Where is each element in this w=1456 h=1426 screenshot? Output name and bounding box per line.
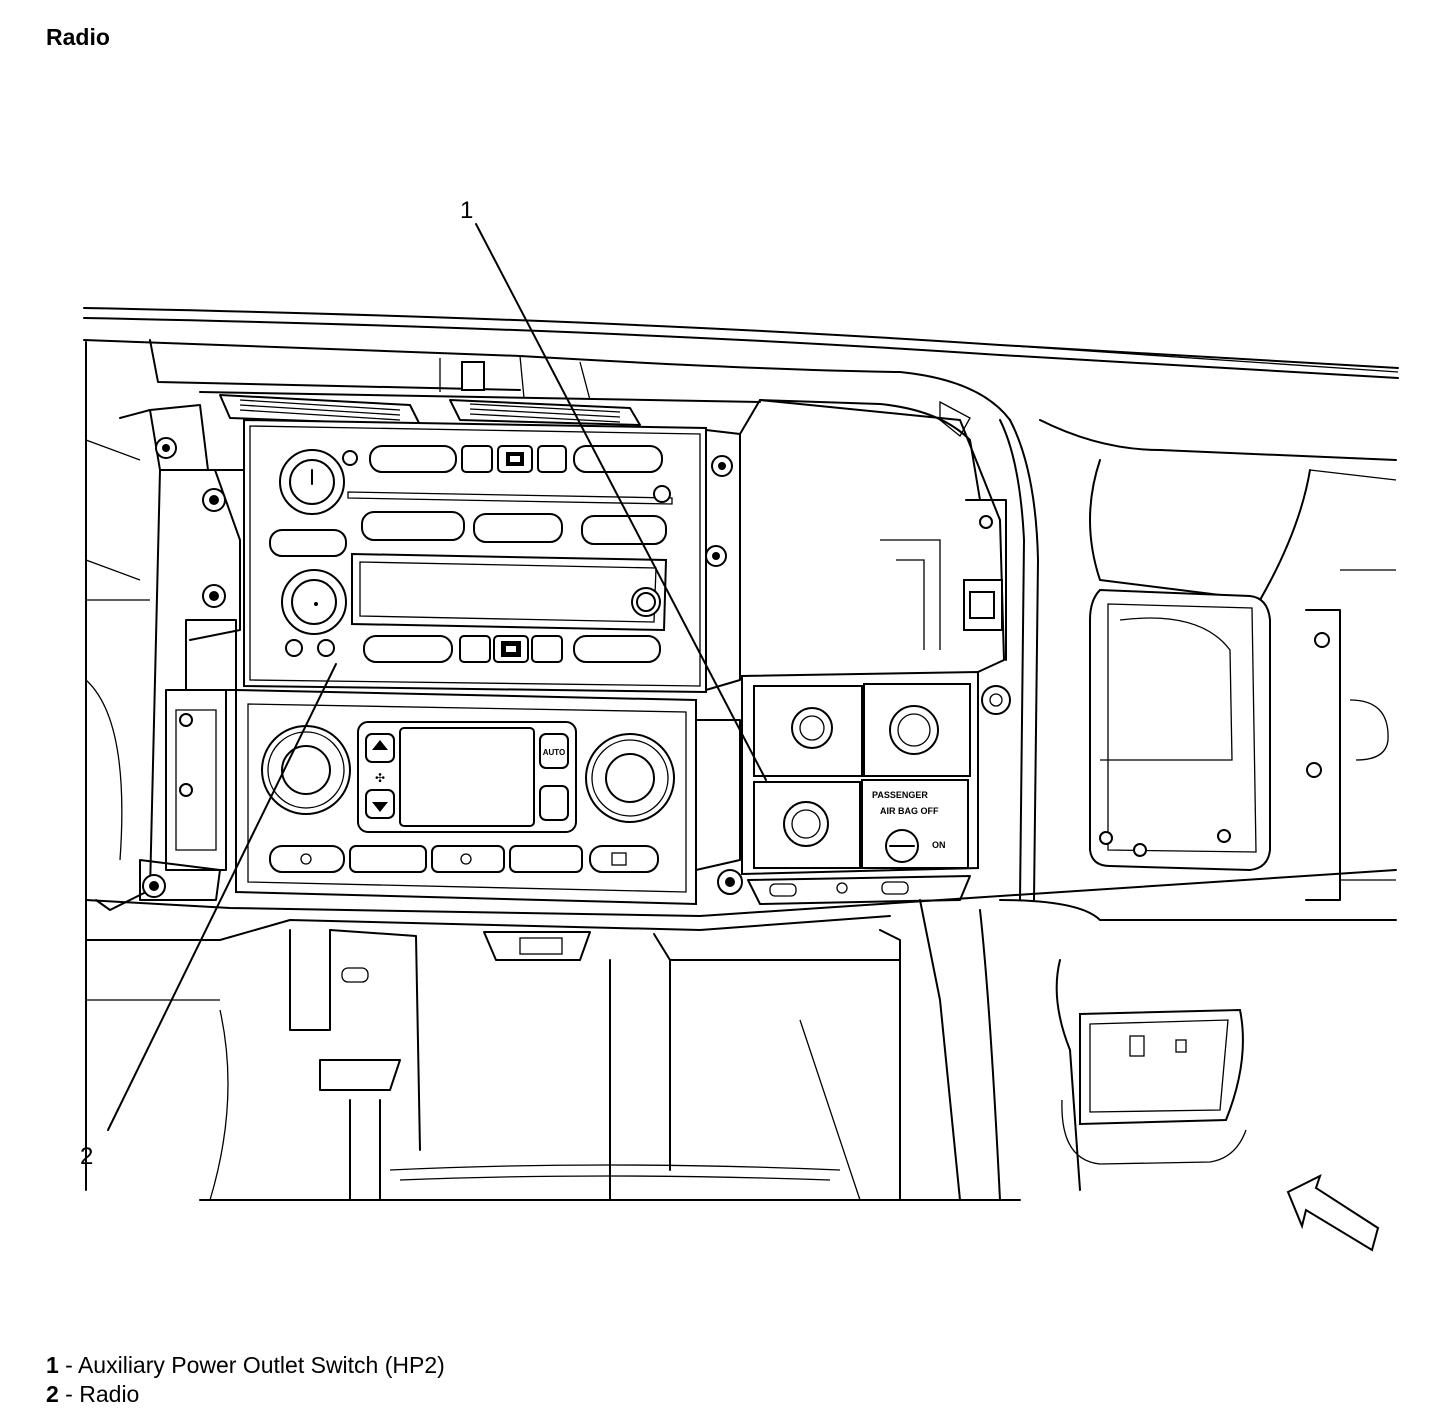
legend-number: 1 xyxy=(46,1352,59,1378)
callout-legend: 1 - Auxiliary Power Outlet Switch (HP2) … xyxy=(46,1351,445,1409)
legend-label: Radio xyxy=(79,1381,140,1407)
hvac-control: ✣ AUTO xyxy=(235,688,743,906)
airbag-on-label: ON xyxy=(932,840,946,850)
left-trim xyxy=(85,404,251,911)
legend-item: 2 - Radio xyxy=(46,1381,140,1407)
legend-number: 2 xyxy=(46,1381,59,1407)
page-title: Radio xyxy=(46,24,110,50)
direction-arrow-icon xyxy=(1286,1174,1380,1252)
callout-2-number: 2 xyxy=(80,1143,93,1170)
right-opening xyxy=(1089,569,1396,901)
radio-unit xyxy=(243,418,741,694)
svg-text:✣: ✣ xyxy=(375,771,385,785)
dash-top-outline xyxy=(83,307,1399,1191)
switch-bank: PASSENGER AIR BAG OFF ON xyxy=(741,670,1011,905)
callout-1-number: 1 xyxy=(460,197,473,224)
legend-item: 1 - Auxiliary Power Outlet Switch (HP2) xyxy=(46,1352,445,1378)
airbag-passenger-label: PASSENGER xyxy=(872,790,928,800)
callout-leaders xyxy=(107,223,767,1131)
lower-right-panel xyxy=(1061,1008,1247,1165)
lower-dash xyxy=(85,869,1397,1201)
legend-label: Auxiliary Power Outlet Switch (HP2) xyxy=(77,1352,445,1378)
hvac-auto-label: AUTO xyxy=(543,748,566,757)
right-structure xyxy=(739,399,1397,901)
airbag-off-label: AIR BAG OFF xyxy=(880,806,939,816)
